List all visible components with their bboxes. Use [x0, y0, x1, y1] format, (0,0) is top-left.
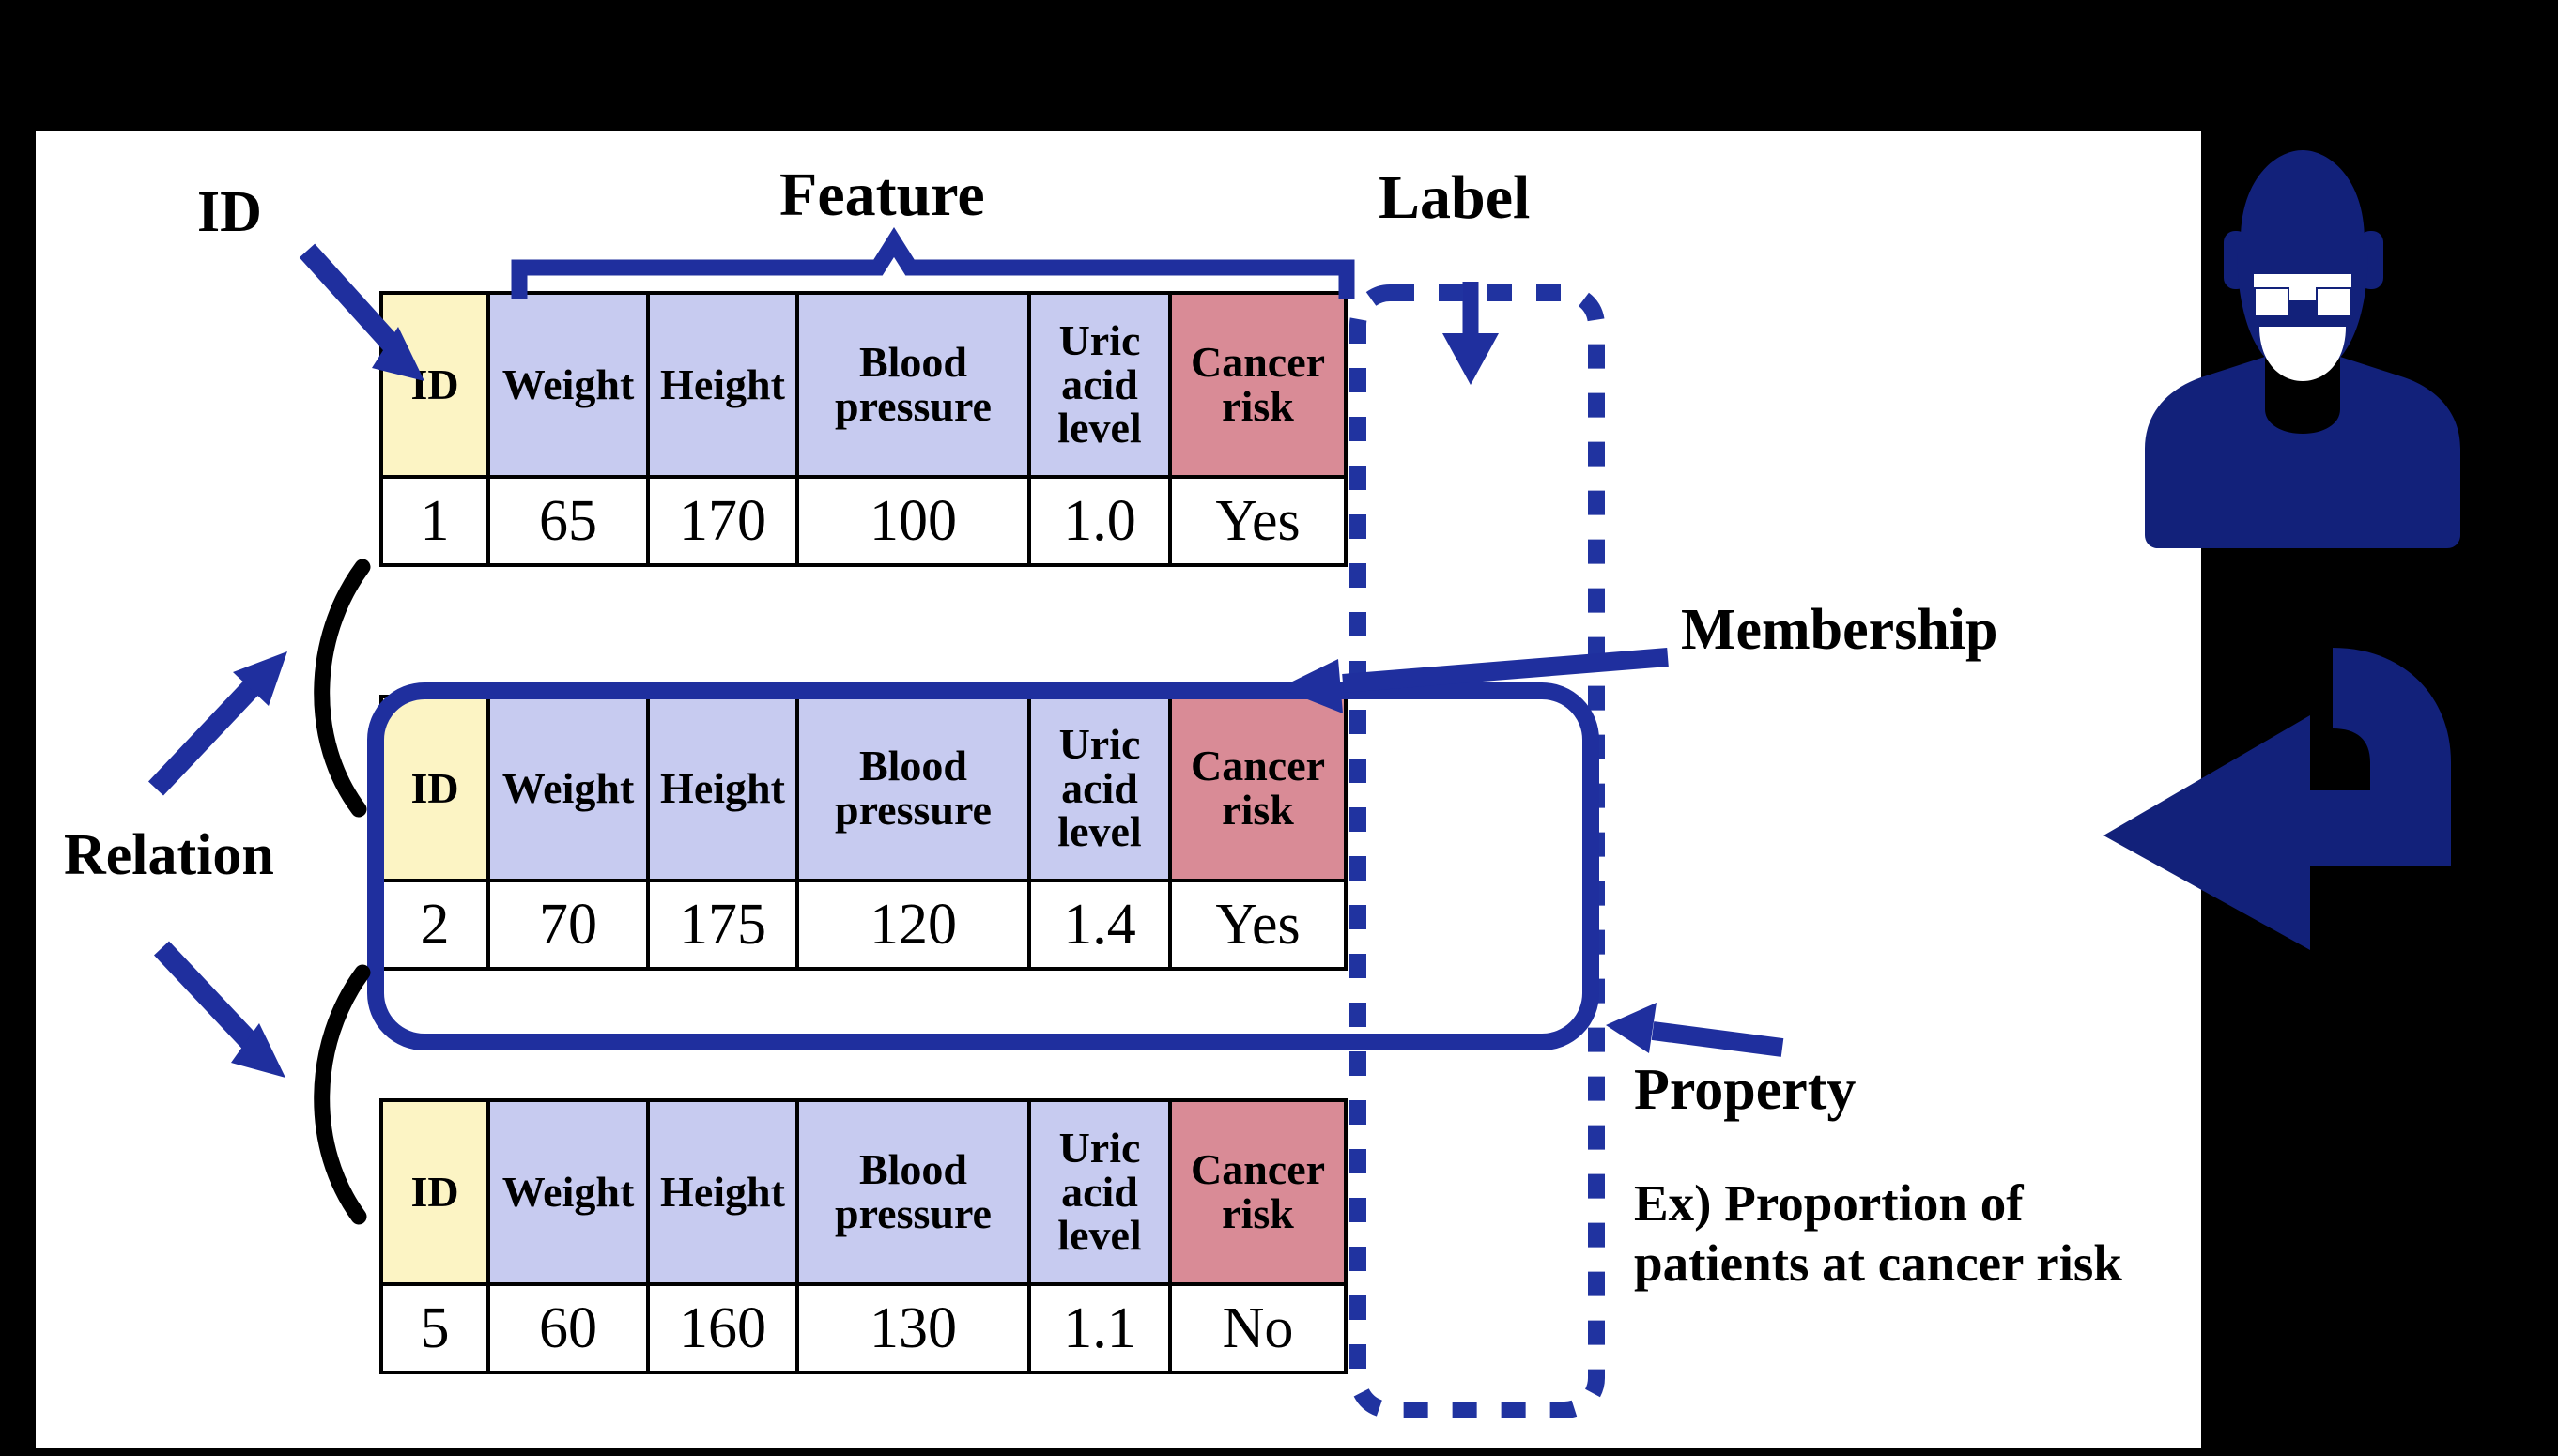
cancer-line-2: risk [1222, 382, 1294, 430]
cell-uric-acid-level: 1.0 [1027, 475, 1172, 567]
header-cell-weight: Weight [486, 291, 650, 479]
cell-height: 160 [646, 1282, 799, 1374]
cell-cancer-risk: Yes [1168, 475, 1348, 567]
uric-line-2: acid [1061, 1167, 1138, 1216]
header-cell-blood-pressure: Blood pressure [795, 695, 1031, 882]
cell-weight: 60 [486, 1282, 650, 1374]
header-cell-height: Height [646, 291, 799, 479]
header-cell-cancer-risk: Cancer risk [1168, 695, 1348, 882]
annotation-property-label: Property [1634, 1058, 1857, 1122]
header-cell-cancer-risk: Cancer risk [1168, 291, 1348, 479]
uric-line-3: level [1057, 807, 1142, 856]
header-cell-height: Height [646, 1098, 799, 1286]
bp-line-2: pressure [835, 382, 992, 430]
bp-line-2: pressure [835, 786, 992, 834]
cell-id: 2 [379, 879, 490, 971]
person-mouth-icon [2259, 327, 2346, 381]
bp-line-1: Blood [858, 338, 968, 387]
cancer-line-1: Cancer [1190, 1145, 1326, 1194]
annotation-relation-label: Relation [64, 823, 274, 887]
cell-cancer-risk: No [1168, 1282, 1348, 1374]
header-cell-weight: Weight [486, 1098, 650, 1286]
uric-line-2: acid [1061, 763, 1138, 812]
bp-line-1: Blood [858, 742, 968, 790]
patient-table-1: ID Weight Height Blood pressure Uric aci… [379, 291, 1348, 567]
cell-uric-acid-level: 1.4 [1027, 879, 1172, 971]
table-row: 5 60 160 130 1.1 No [379, 1282, 1348, 1374]
header-cell-weight: Weight [486, 695, 650, 882]
uric-line-3: level [1057, 404, 1142, 452]
table-row: 2 70 175 120 1.4 Yes [379, 879, 1348, 971]
cell-uric-acid-level: 1.1 [1027, 1282, 1172, 1374]
cell-height: 170 [646, 475, 799, 567]
header-cell-uric-acid: Uric acid level [1027, 1098, 1172, 1286]
cell-blood-pressure: 120 [795, 879, 1031, 971]
header-cell-blood-pressure: Blood pressure [795, 1098, 1031, 1286]
header-cell-uric-acid: Uric acid level [1027, 695, 1172, 882]
table-header-row: ID Weight Height Blood pressure Uric aci… [379, 695, 1348, 882]
header-cell-uric-acid: Uric acid level [1027, 291, 1172, 479]
annotation-membership-label: Membership [1681, 598, 1998, 662]
annotation-property-example: Ex) Proportion of patients at cancer ris… [1634, 1174, 2122, 1292]
cancer-line-1: Cancer [1190, 338, 1326, 387]
annotation-id-label: ID [197, 180, 262, 244]
cancer-line-2: risk [1222, 1189, 1294, 1237]
bp-line-1: Blood [858, 1145, 968, 1194]
cell-height: 175 [646, 879, 799, 971]
cell-id: 1 [379, 475, 490, 567]
header-cell-id: ID [379, 695, 490, 882]
header-cell-height: Height [646, 695, 799, 882]
uric-line-1: Uric [1058, 1123, 1141, 1172]
annotation-label-label: Label [1379, 163, 1531, 232]
cell-id: 5 [379, 1282, 490, 1374]
header-cell-blood-pressure: Blood pressure [795, 291, 1031, 479]
cell-weight: 70 [486, 879, 650, 971]
cell-weight: 65 [486, 475, 650, 567]
uric-line-1: Uric [1058, 719, 1141, 768]
patient-table-3: ID Weight Height Blood pressure Uric aci… [379, 1098, 1348, 1374]
cell-cancer-risk: Yes [1168, 879, 1348, 971]
uric-line-3: level [1057, 1211, 1142, 1260]
table-header-row: ID Weight Height Blood pressure Uric aci… [379, 291, 1348, 479]
table-header-row: ID Weight Height Blood pressure Uric aci… [379, 1098, 1348, 1286]
cancer-line-1: Cancer [1190, 742, 1326, 790]
cell-blood-pressure: 130 [795, 1282, 1031, 1374]
uric-line-1: Uric [1058, 315, 1141, 364]
cell-blood-pressure: 100 [795, 475, 1031, 567]
annotation-feature-label: Feature [779, 161, 985, 229]
header-cell-id: ID [379, 1098, 490, 1286]
bp-line-2: pressure [835, 1189, 992, 1237]
cancer-line-2: risk [1222, 786, 1294, 834]
uric-line-2: acid [1061, 360, 1138, 408]
patient-table-2: ID Weight Height Blood pressure Uric aci… [379, 695, 1348, 971]
person-glasses-icon [2254, 274, 2351, 315]
header-cell-id: ID [379, 291, 490, 479]
header-cell-cancer-risk: Cancer risk [1168, 1098, 1348, 1286]
table-row: 1 65 170 100 1.0 Yes [379, 475, 1348, 567]
